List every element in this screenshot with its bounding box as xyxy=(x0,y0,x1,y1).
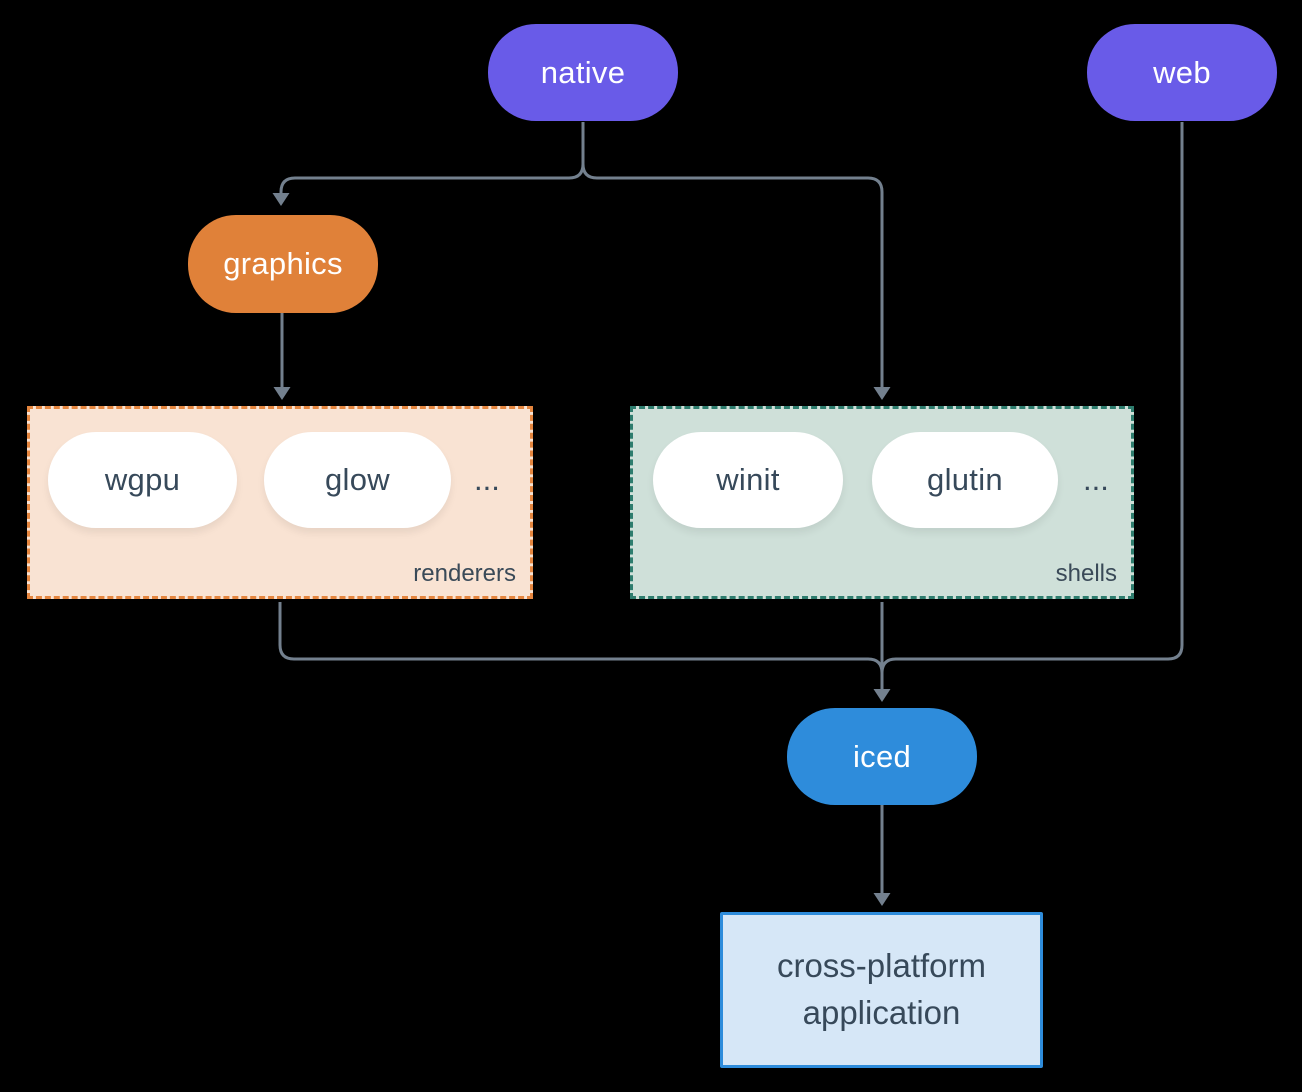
app-label-line1: cross-platform xyxy=(776,947,987,985)
node-cross-platform-application: cross-platform application xyxy=(720,912,1043,1068)
node-wgpu: wgpu xyxy=(48,432,237,528)
edge-native-shells xyxy=(581,122,884,387)
node-glow-label: glow xyxy=(325,462,390,497)
node-glutin-label: glutin xyxy=(927,462,1003,497)
edge-native-graphics xyxy=(279,122,585,194)
node-glow: glow xyxy=(264,432,451,528)
node-glutin: glutin xyxy=(872,432,1058,528)
node-web-label: web xyxy=(1153,54,1211,90)
arrowhead-app xyxy=(873,893,891,906)
edge-web-iced xyxy=(880,122,1184,674)
shells-ellipsis: ... xyxy=(1083,462,1109,497)
node-native-label: native xyxy=(540,54,626,90)
arrowhead-iced xyxy=(873,689,891,702)
node-winit: winit xyxy=(653,432,843,528)
arrowhead-shells xyxy=(873,387,891,400)
node-native: native xyxy=(488,24,678,121)
group-renderers: wgpu glow ... renderers xyxy=(27,406,533,599)
app-label-line2: application xyxy=(802,994,961,1031)
renderers-group-label: renderers xyxy=(413,560,516,587)
node-graphics: graphics xyxy=(188,215,378,313)
node-graphics-label: graphics xyxy=(223,246,343,281)
node-web: web xyxy=(1087,24,1277,121)
node-iced: iced xyxy=(787,708,977,805)
node-winit-label: winit xyxy=(716,462,780,497)
node-wgpu-label: wgpu xyxy=(104,462,181,497)
node-iced-label: iced xyxy=(852,738,912,774)
group-shells: winit glutin ... shells xyxy=(630,406,1134,599)
shells-group-label: shells xyxy=(1055,560,1117,587)
edge-renderers-iced xyxy=(278,602,884,674)
arrowhead-renderers xyxy=(273,387,291,400)
renderers-ellipsis: ... xyxy=(474,462,500,497)
arrowhead-graphics xyxy=(272,193,290,206)
